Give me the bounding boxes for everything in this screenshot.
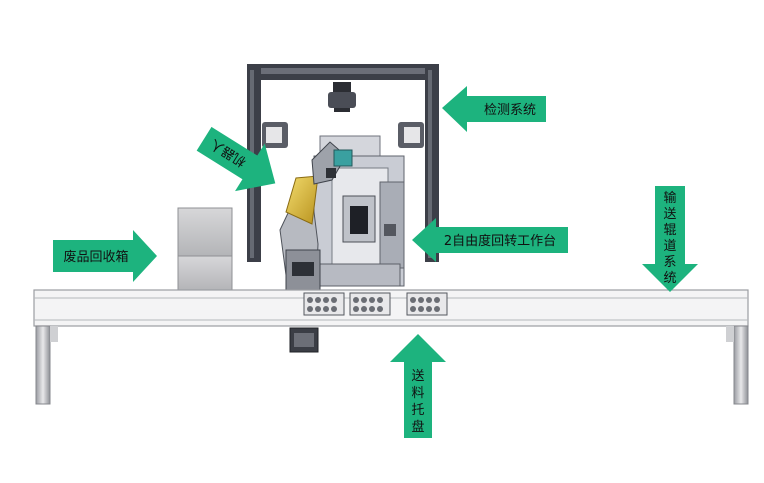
arrow-feed-tray: 送 料 托 盘	[390, 334, 446, 438]
robot-arm	[279, 141, 353, 291]
label-conveyor-char: 道	[663, 239, 676, 254]
arrow-reject-bin: 废品回收箱	[53, 230, 157, 282]
feed-trays	[289, 292, 448, 353]
label-tray-char: 托	[411, 403, 424, 418]
label-conveyor-char: 送	[663, 207, 676, 222]
arrow-conveyor-system: 输 送 辊 道 系 统	[642, 186, 698, 292]
label-tray-char: 料	[411, 386, 424, 401]
label-tray-char: 送	[411, 369, 424, 384]
label-reject-bin: 废品回收箱	[63, 249, 128, 265]
arrow-inspection-system: 检测系统	[442, 86, 546, 132]
arrow-rotary-table: 2自由度回转工作台	[412, 218, 568, 262]
conveyor-roller-system	[33, 289, 749, 405]
label-conveyor-char: 系	[663, 255, 676, 270]
label-inspection-system: 检测系统	[484, 103, 536, 118]
label-conveyor-char: 输	[663, 190, 676, 206]
label-conveyor-char: 统	[663, 271, 676, 286]
label-conveyor-char: 辊	[663, 223, 676, 238]
reject-bin	[177, 207, 233, 293]
label-rotary-table: 2自由度回转工作台	[444, 233, 556, 249]
label-tray-char: 盘	[411, 419, 424, 435]
